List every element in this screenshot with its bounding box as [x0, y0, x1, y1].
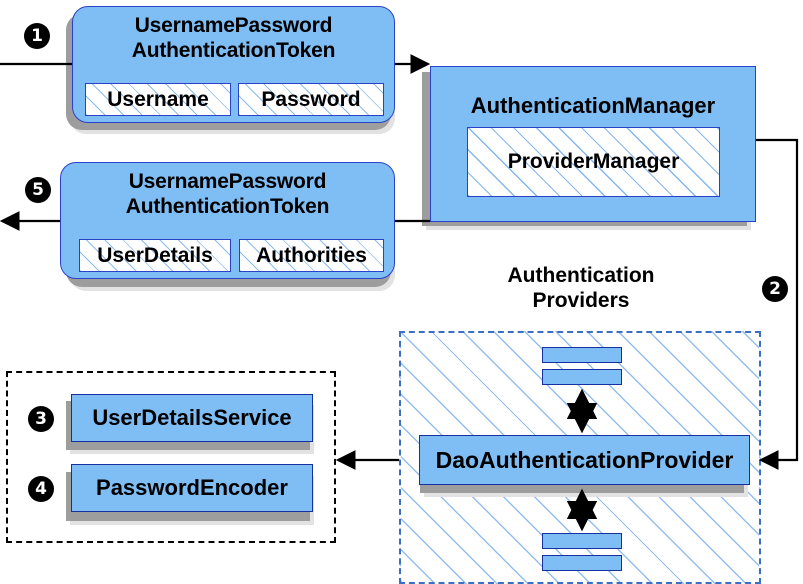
step-badge-1: 1: [24, 23, 50, 49]
provider-placeholder-top-2[interactable]: [542, 369, 622, 385]
request-token-field-username[interactable]: Username: [85, 83, 231, 116]
provider-placeholder-bottom-1[interactable]: [542, 533, 622, 549]
request-token-box[interactable]: UsernamePassword AuthenticationToken Use…: [72, 6, 395, 123]
response-token-title-line2: AuthenticationToken: [125, 195, 330, 218]
auth-manager-title: AuthenticationManager: [470, 93, 716, 118]
providers-title-line2: Providers: [532, 289, 630, 312]
provider-placeholder-top-1[interactable]: [542, 347, 622, 363]
step-badge-5: 5: [25, 177, 51, 203]
passwordencoder-box[interactable]: PasswordEncoder: [71, 464, 313, 512]
response-token-field-authorities[interactable]: Authorities: [239, 239, 384, 272]
response-token-box[interactable]: UsernamePassword AuthenticationToken Use…: [60, 162, 395, 279]
dao-authentication-provider-box[interactable]: DaoAuthenticationProvider: [419, 435, 750, 485]
response-token-title: UsernamePassword AuthenticationToken: [61, 169, 394, 219]
response-token-title-line1: UsernamePassword: [128, 170, 327, 193]
provider-manager-box[interactable]: ProviderManager: [467, 127, 720, 197]
step-badge-3: 3: [28, 406, 54, 432]
providers-title-line1: Authentication: [507, 264, 655, 287]
request-token-title-line1: UsernamePassword: [134, 14, 333, 37]
step-badge-2: 2: [762, 276, 788, 302]
authentication-providers-title: Authentication Providers: [466, 263, 696, 313]
provider-placeholder-bottom-2[interactable]: [542, 555, 622, 571]
response-token-field-userdetails[interactable]: UserDetails: [79, 239, 231, 272]
request-token-title-line2: AuthenticationToken: [131, 39, 336, 62]
request-token-field-password[interactable]: Password: [238, 83, 384, 116]
step-badge-4: 4: [28, 476, 54, 502]
userdetailsservice-box[interactable]: UserDetailsService: [71, 394, 313, 442]
auth-manager-box[interactable]: AuthenticationManager ProviderManager: [430, 66, 756, 222]
request-token-title: UsernamePassword AuthenticationToken: [73, 13, 394, 63]
